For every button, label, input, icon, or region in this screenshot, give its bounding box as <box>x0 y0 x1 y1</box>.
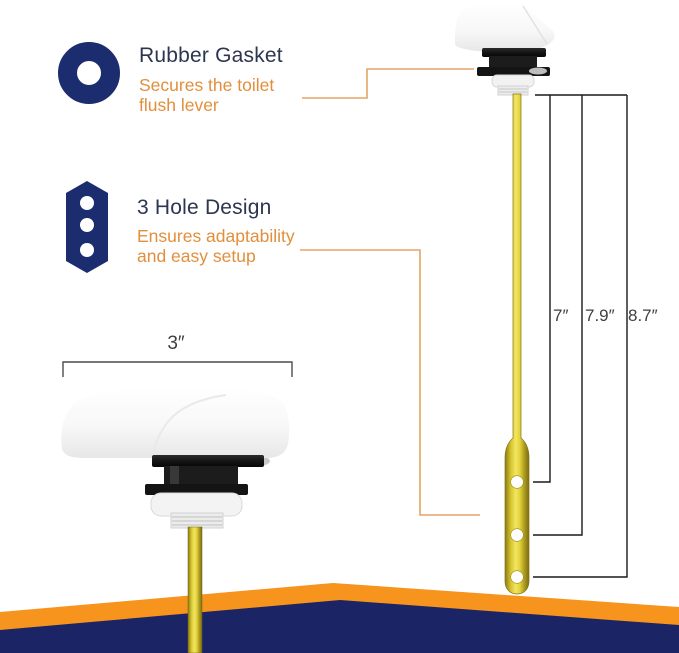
navy-wave-band <box>0 600 679 653</box>
lever-length-measure-lines <box>533 94 628 578</box>
rubber-gasket-leader-line <box>302 68 474 99</box>
lever-hole-middle <box>510 528 524 542</box>
callout-rubber-gasket-subtitle-line1: Secures the toilet <box>139 75 275 95</box>
lever-hole-top <box>510 475 524 489</box>
flush-lever-full-image <box>454 2 555 595</box>
handle-width-bracket <box>62 361 293 377</box>
lever-length-label-8-7: 8.7″ <box>628 306 658 325</box>
lever-hole-bottom <box>510 570 524 584</box>
lever-rod-and-paddle <box>504 93 530 595</box>
three-hole-icon <box>66 180 108 274</box>
gasket-ring-icon <box>58 42 120 104</box>
three-hole-leader-line <box>300 249 480 516</box>
lever-length-label-7: 7″ <box>553 306 569 325</box>
callout-three-hole-title: 3 Hole Design <box>137 196 272 219</box>
lever-length-label-7-9: 7.9″ <box>585 306 615 325</box>
callout-rubber-gasket-subtitle-line2: flush lever <box>139 95 219 115</box>
callout-three-hole-subtitle-line1: Ensures adaptability <box>137 226 295 246</box>
callout-rubber-gasket-title: Rubber Gasket <box>139 44 283 67</box>
handle-width-label: 3″ <box>167 333 185 354</box>
callout-three-hole-subtitle-line2: and easy setup <box>137 246 256 266</box>
flush-handle-closeup-image <box>61 384 290 653</box>
